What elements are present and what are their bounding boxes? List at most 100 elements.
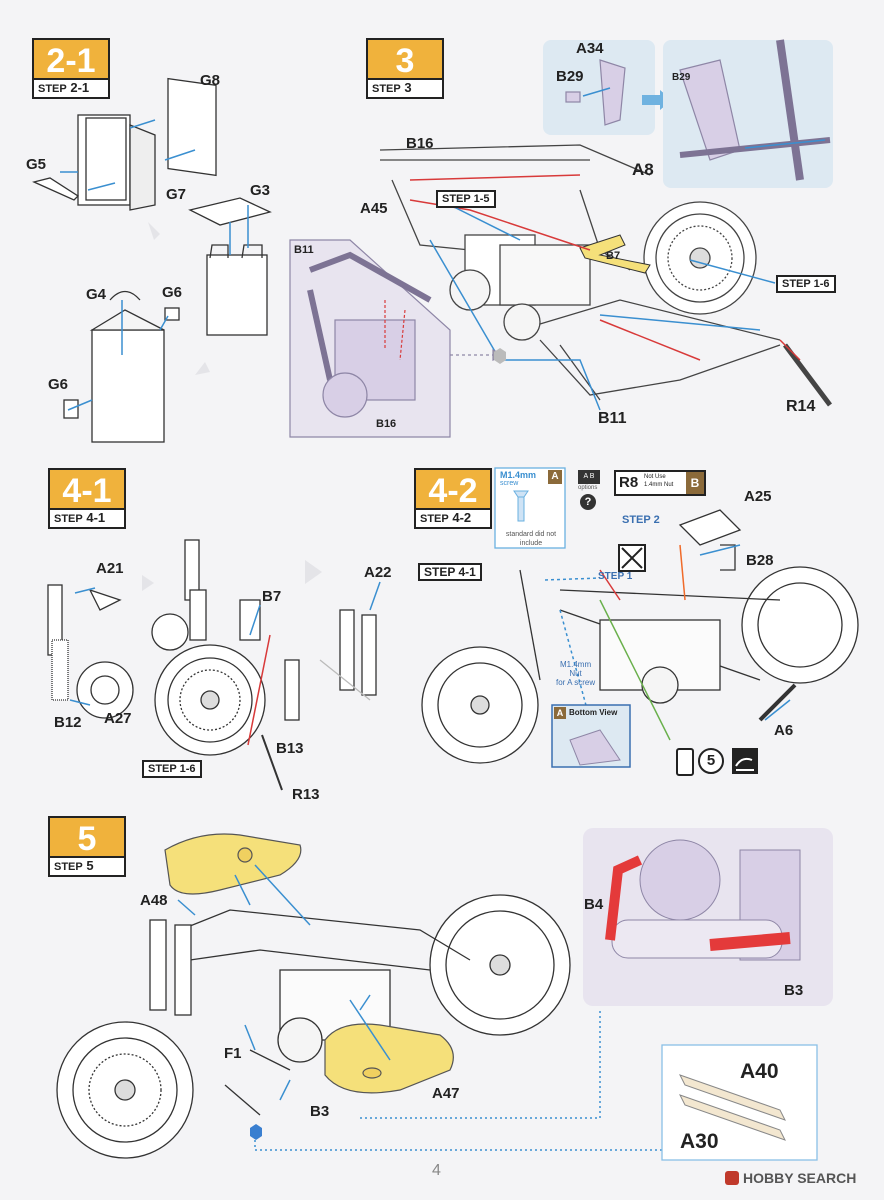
part-label: G8 [200, 72, 221, 89]
part-label: A45 [360, 200, 388, 217]
part-label: B28 [746, 552, 774, 569]
r8-badge: B [686, 472, 704, 494]
part-label: B16 [406, 135, 434, 152]
screw-note: standard did not include [505, 531, 557, 547]
step-4-2-drawing [421, 509, 859, 764]
part-label: B12 [54, 714, 82, 731]
part-label: B7 [606, 250, 621, 262]
watermark-text: HOBBY SEARCH [743, 1170, 857, 1186]
part-label: B7 [262, 588, 282, 605]
step-word: STEP [54, 861, 83, 873]
part-label: A21 [96, 560, 124, 577]
ref-step-word: STEP [148, 763, 177, 775]
battery-box-drawing [32, 77, 272, 443]
part-label: B11 [294, 244, 314, 256]
step-4-1-leaders [69, 581, 381, 746]
step-4-1-drawing [47, 539, 377, 791]
step-label-num: 4-1 [86, 510, 106, 525]
part-label: B29 [672, 72, 691, 83]
part-label: B3 [784, 982, 804, 999]
part-label: R13 [292, 786, 320, 803]
nut-for: for A screw [556, 678, 596, 687]
decal-icon [732, 748, 758, 774]
ref-step-4-1: STEP 4-1 [418, 563, 482, 581]
part-label: B4 [584, 896, 604, 913]
screw-sub: screw [500, 480, 519, 487]
part-label: G6 [162, 284, 183, 301]
r8-label: R8 [619, 474, 639, 491]
part-label: G6 [48, 376, 69, 393]
step-label-num: 3 [404, 80, 412, 95]
part-label: A25 [744, 488, 772, 505]
step-3-yellow-part [579, 234, 651, 274]
ref-step-num: 1-6 [179, 763, 196, 775]
part-label: G4 [86, 286, 107, 303]
screw-title: M1.4mm [500, 470, 537, 480]
b3-b4-inset [583, 828, 833, 1006]
ref-step-1-6-a: STEP 1-6 [776, 275, 836, 293]
part-label: R14 [786, 398, 816, 415]
step-3-leaders [409, 174, 801, 411]
tank-a48 [164, 833, 302, 895]
part-label: A48 [140, 892, 168, 909]
step-word: STEP [372, 83, 401, 95]
step-2-1-number: 2-1 [32, 38, 110, 84]
part-label: A47 [432, 1085, 460, 1102]
ref-step-word: STEP [782, 278, 811, 290]
options-label: options [578, 485, 598, 491]
part-label: G5 [26, 156, 47, 173]
step-label-num: 4-2 [452, 510, 472, 525]
part-label: G7 [166, 186, 187, 203]
watermark: HOBBY SEARCH [725, 1170, 856, 1186]
nut-callout: M1.4mm Nut for A screw [556, 660, 595, 687]
step-3-number: 3 [366, 38, 444, 84]
part-label: A30 [680, 1130, 719, 1153]
screw-callout: M1.4mm screw [496, 470, 564, 487]
part-label: B16 [376, 418, 397, 430]
step-label-num: 5 [86, 858, 94, 873]
options-badge: A B [578, 470, 600, 484]
part-label: A34 [576, 40, 604, 57]
bottom-view-label: Bottom View [569, 708, 618, 717]
part-label: B13 [276, 740, 304, 757]
ref-step-num: 1-6 [813, 278, 830, 290]
hex-markers [250, 348, 506, 1140]
part-label: B11 [598, 410, 627, 427]
step-5-number: 5 [48, 816, 126, 862]
step-5-label: STEP 5 [48, 856, 126, 877]
step-2-note: STEP 2 [622, 514, 660, 526]
a34-inset [543, 39, 833, 188]
ref-step-1-5: STEP 1-5 [436, 190, 496, 208]
step-2-1-leaders [60, 119, 249, 411]
part-label: F1 [224, 1045, 242, 1062]
no-glue-icon [618, 544, 646, 572]
part-label: B29 [556, 68, 584, 85]
r8-box: R8 Not Use 1.4mm Nut B [614, 470, 706, 496]
page-number: 4 [432, 1162, 441, 1179]
step-4-1-label: STEP 4-1 [48, 508, 126, 529]
part-label: A22 [364, 564, 392, 581]
b11-inset [289, 239, 505, 438]
ref-step-num: 1-5 [473, 193, 490, 205]
step-word: STEP [54, 513, 83, 525]
step-1-note: STEP 1 [598, 571, 633, 582]
screw-badge: A [548, 470, 562, 484]
step-5-drawing [56, 894, 571, 1159]
nut-sub: Nut [569, 669, 582, 678]
step-2-1-arrows [148, 222, 210, 375]
step-3-frame-drawing [379, 144, 832, 407]
ref-step-1-6-b: STEP 1-6 [142, 760, 202, 778]
step-4-2-leaders [544, 544, 791, 741]
question-icon: ? [580, 494, 596, 510]
watermark-logo-icon [725, 1171, 739, 1185]
part-label: G3 [250, 182, 271, 199]
step-4-1-arrows [142, 560, 322, 591]
step-3-label: STEP 3 [366, 78, 444, 99]
step-2-1-label: STEP 2-1 [32, 78, 110, 99]
ref-step-word: STEP [442, 193, 471, 205]
r8-note: Not Use 1.4mm Nut [644, 474, 674, 488]
part-label: A8 [632, 160, 654, 179]
step-word: STEP [420, 513, 449, 525]
a40-a30-inset [661, 1044, 818, 1161]
